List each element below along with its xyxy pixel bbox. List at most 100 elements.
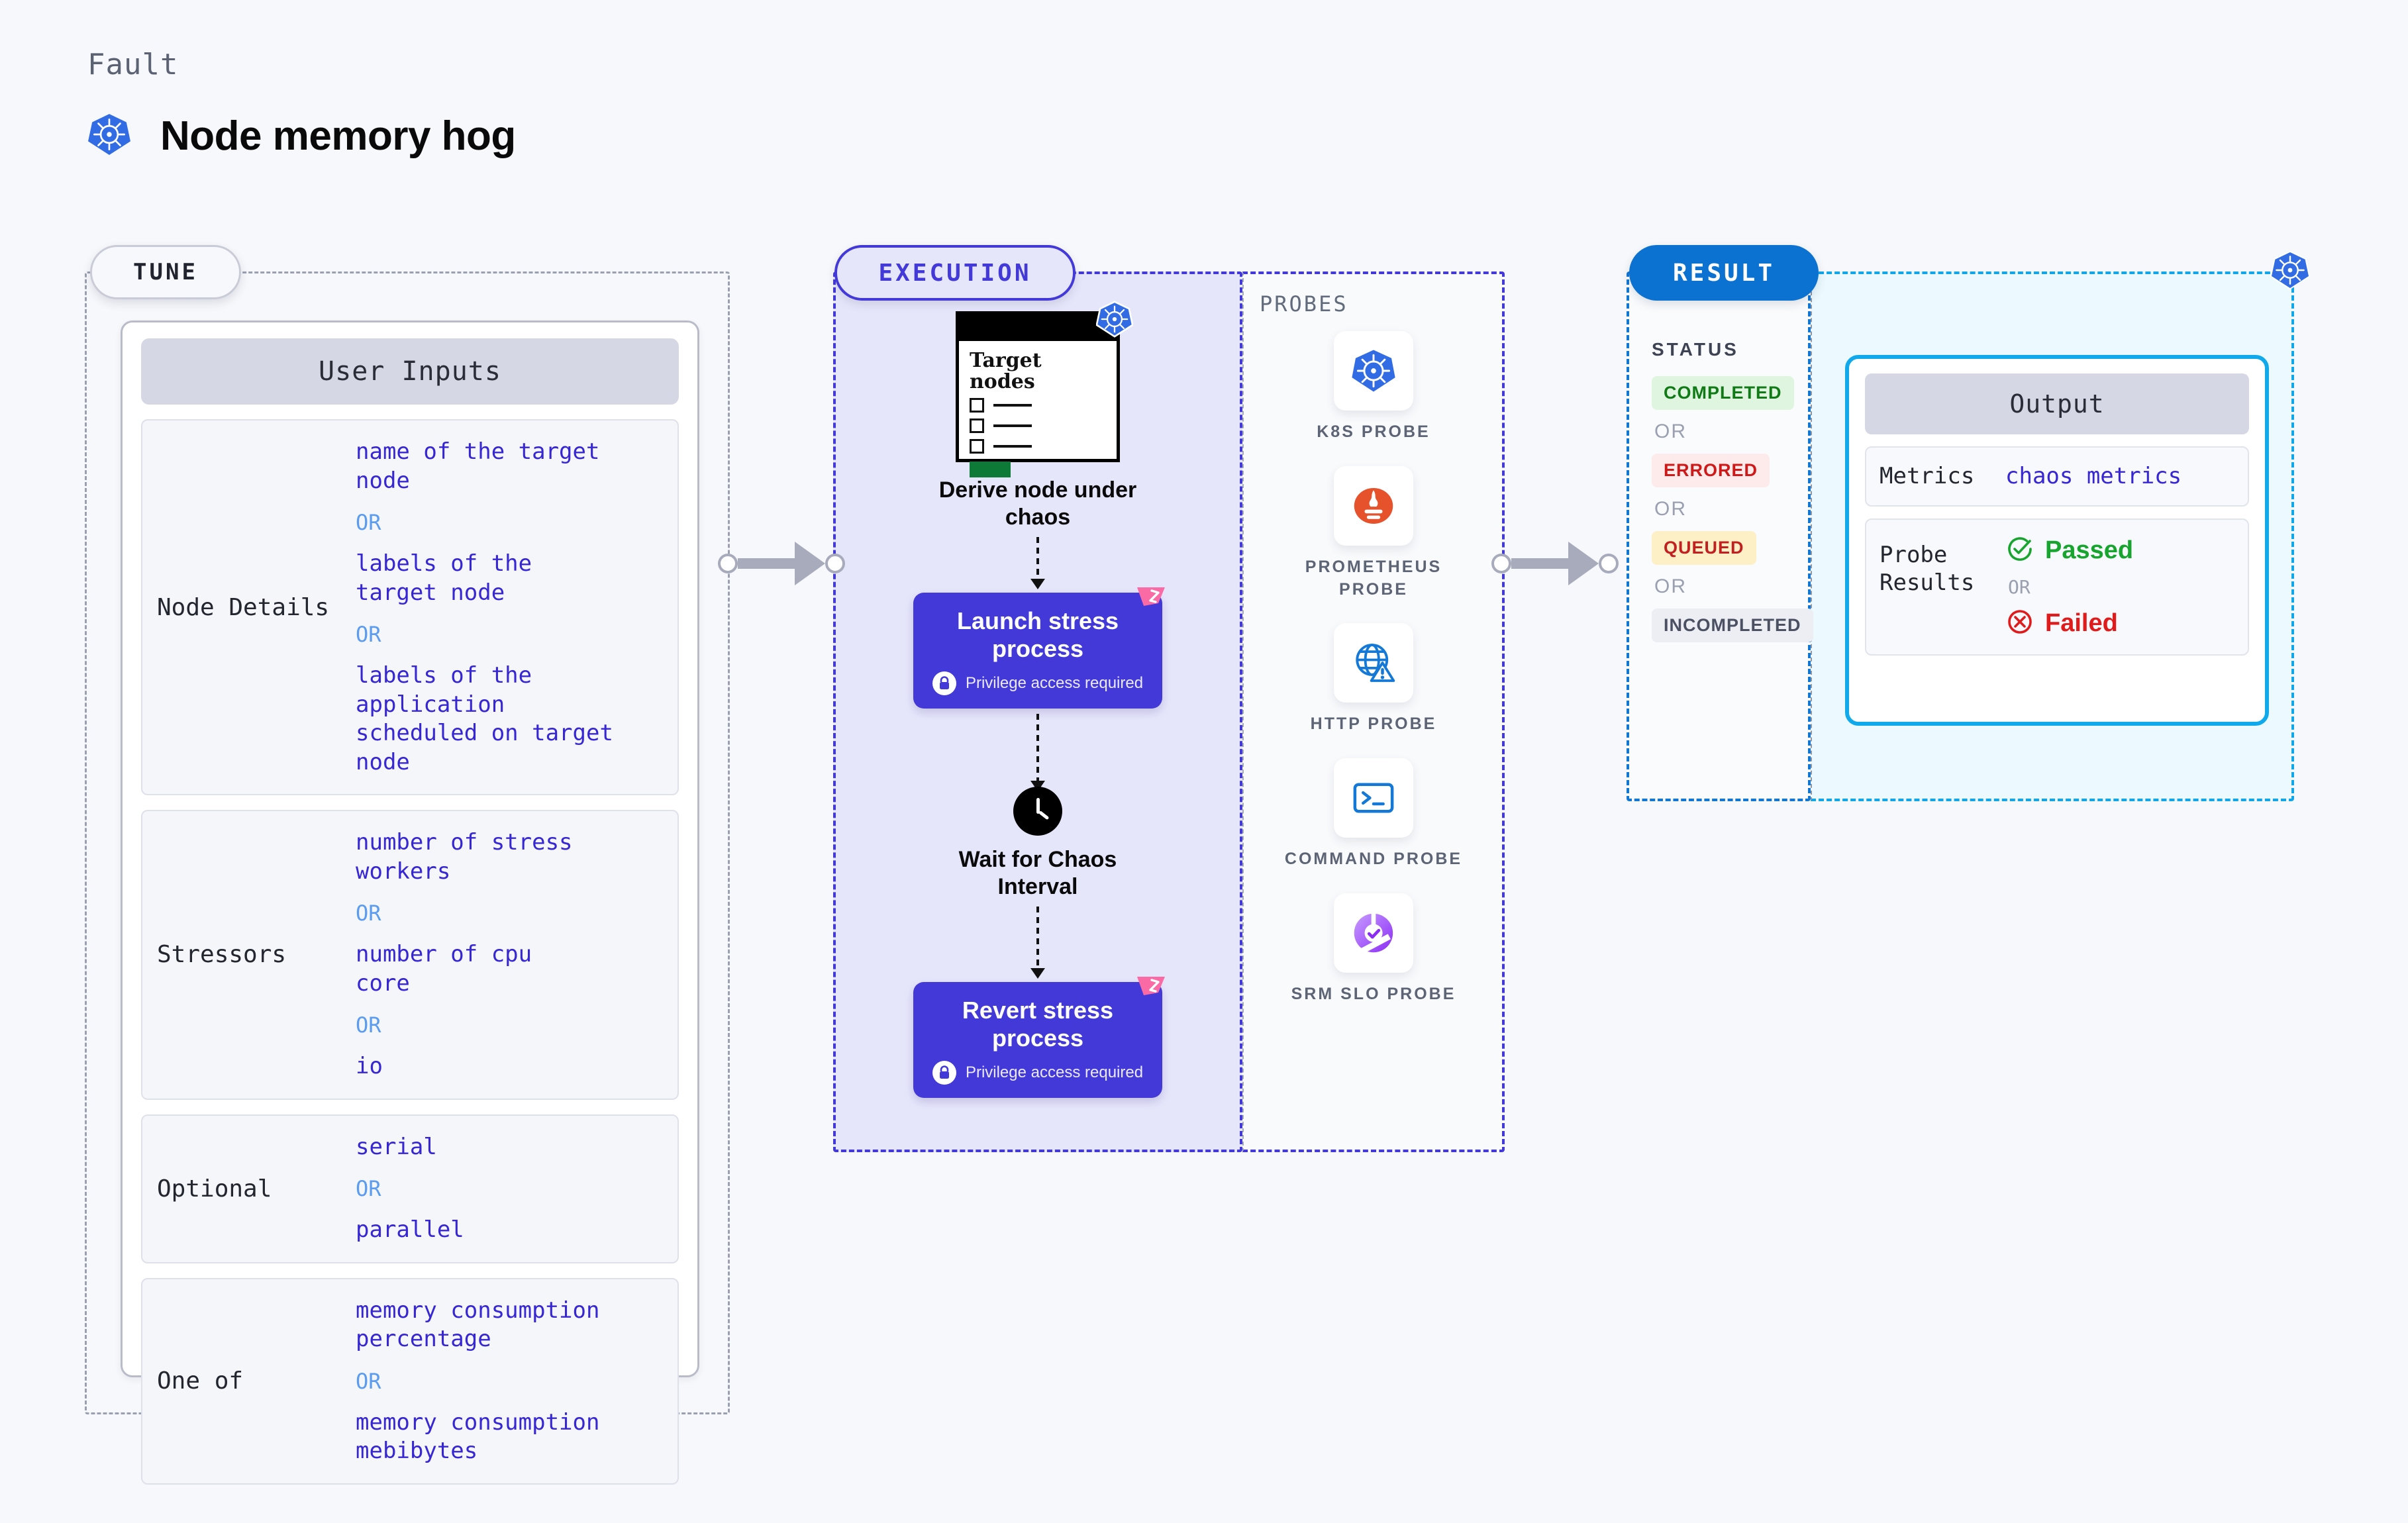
tune-row-value: serial bbox=[356, 1133, 437, 1160]
checklist-item bbox=[970, 418, 1107, 433]
probe-result-separator: OR bbox=[2008, 575, 2031, 598]
list-line bbox=[993, 445, 1032, 448]
harness-flag-icon bbox=[1136, 975, 1166, 1005]
clock-icon bbox=[1013, 786, 1062, 836]
probe-result-label: Passed bbox=[2045, 536, 2134, 564]
tune-row-key: Node Details bbox=[157, 593, 330, 621]
page-title: Node memory hog bbox=[160, 113, 516, 159]
execution-step-launch-stress-process: Launch stress process Privilege access r… bbox=[913, 587, 1165, 709]
tune-row-optional: Optional serial OR parallel bbox=[141, 1114, 679, 1263]
execution-section-pill: EXECUTION bbox=[834, 245, 1076, 301]
probe-item-command[interactable]: COMMAND PROBE bbox=[1274, 758, 1473, 871]
connector-tune-to-execution bbox=[718, 542, 845, 585]
check-circle-icon bbox=[2005, 534, 2034, 567]
execution-flow: Target nodes bbox=[833, 301, 1242, 1098]
probe-label: COMMAND PROBE bbox=[1284, 850, 1463, 868]
terminal-icon bbox=[1334, 758, 1413, 838]
kubernetes-icon bbox=[1095, 301, 1134, 341]
list-line bbox=[993, 404, 1032, 407]
tune-row-value: memory consumption mebibytes bbox=[356, 1408, 600, 1465]
fault-eyebrow-label: Fault bbox=[87, 48, 179, 81]
user-inputs-card: User Inputs Node Details name of the tar… bbox=[121, 320, 699, 1485]
tune-row-one-of: One of memory consumption percentage OR … bbox=[141, 1277, 679, 1485]
checkbox-icon bbox=[970, 418, 984, 433]
probe-label: K8S PROBE bbox=[1317, 422, 1430, 441]
status-separator: OR bbox=[1654, 575, 1687, 597]
tune-row-separator: OR bbox=[356, 622, 381, 648]
output-row-key: Probe Results bbox=[1880, 541, 1975, 597]
tune-row-separator: OR bbox=[356, 510, 381, 536]
probe-item-prometheus[interactable]: PROMETHEUS PROBE bbox=[1274, 466, 1473, 601]
tune-row-value: number of cpu core bbox=[356, 941, 532, 997]
output-row-probe-results: Probe Results Passed OR bbox=[1865, 518, 2249, 656]
kubernetes-icon bbox=[87, 113, 131, 160]
connector-start-dot bbox=[718, 554, 738, 573]
tune-row-value: number of stress workers bbox=[356, 829, 573, 885]
tune-row-value: io bbox=[356, 1053, 383, 1080]
tune-row-key: One of bbox=[157, 1367, 244, 1395]
status-badge: COMPLETED bbox=[1652, 376, 1794, 410]
kubernetes-icon bbox=[2270, 250, 2311, 293]
output-card: Output Metrics chaos metrics Probe Resul… bbox=[1845, 355, 2269, 726]
status-badge: QUEUED bbox=[1652, 531, 1756, 565]
tune-row-separator: OR bbox=[356, 1368, 381, 1394]
checkbox-icon bbox=[970, 398, 984, 413]
status-separator: OR bbox=[1654, 498, 1687, 520]
flow-connector bbox=[1030, 713, 1045, 791]
result-section-pill: RESULT bbox=[1629, 245, 1819, 301]
x-circle-icon bbox=[2005, 607, 2034, 640]
tune-row-value: labels of the application scheduled on t… bbox=[356, 662, 613, 775]
status-separator: OR bbox=[1654, 420, 1687, 442]
lock-icon bbox=[932, 671, 956, 695]
execution-step-subtitle: Privilege access required bbox=[965, 1063, 1144, 1081]
prometheus-icon bbox=[1334, 466, 1413, 546]
checklist-item bbox=[970, 439, 1107, 454]
tune-row-separator: OR bbox=[356, 1012, 381, 1038]
tune-row-value: labels of the target node bbox=[356, 550, 532, 606]
user-inputs-card-title: User Inputs bbox=[141, 338, 679, 405]
probe-item-k8s[interactable]: K8S PROBE bbox=[1274, 331, 1473, 444]
execution-step-label: Derive node under chaos bbox=[938, 477, 1137, 530]
probe-item-srm-slo[interactable]: SRM SLO PROBE bbox=[1274, 893, 1473, 1006]
tune-row-key: Optional bbox=[157, 1175, 272, 1203]
target-nodes-card: Target nodes bbox=[956, 301, 1134, 477]
probe-item-http[interactable]: HTTP PROBE bbox=[1274, 623, 1473, 736]
tune-row-stressors: Stressors number of stress workers OR nu… bbox=[141, 810, 679, 1100]
flow-connector bbox=[1030, 906, 1045, 979]
connector-start-dot bbox=[1491, 554, 1511, 573]
execution-step-label: Wait for Chaos Interval bbox=[958, 846, 1117, 900]
tune-row-separator: OR bbox=[356, 901, 381, 926]
output-row-metrics: Metrics chaos metrics bbox=[1865, 446, 2249, 507]
tune-row-value: name of the target node bbox=[356, 438, 600, 494]
connector-line bbox=[1511, 558, 1570, 569]
probe-result-failed: Failed bbox=[2005, 607, 2133, 640]
tune-row-value: parallel bbox=[356, 1216, 464, 1244]
green-bar-indicator bbox=[970, 462, 1011, 477]
connector-end-dot bbox=[825, 554, 845, 573]
status-list: COMPLETED OR ERRORED OR QUEUED OR INCOMP… bbox=[1652, 376, 1813, 642]
fault-title-row: Node memory hog bbox=[87, 113, 516, 160]
tune-section-pill: TUNE bbox=[90, 245, 241, 299]
tune-row-separator: OR bbox=[356, 1176, 381, 1202]
tune-row-key: Stressors bbox=[157, 941, 287, 969]
status-section-label: STATUS bbox=[1652, 339, 1739, 360]
probe-label: PROMETHEUS PROBE bbox=[1305, 557, 1442, 599]
probes-section-frame bbox=[1242, 271, 1505, 1152]
tune-row-node-details: Node Details name of the target node OR … bbox=[141, 419, 679, 796]
execution-step-revert-stress-process: Revert stress process Privilege access r… bbox=[913, 976, 1165, 1098]
status-badge: INCOMPLETED bbox=[1652, 609, 1813, 642]
execution-step-subtitle: Privilege access required bbox=[965, 673, 1144, 692]
connector-execution-to-result bbox=[1491, 542, 1619, 585]
harness-flag-icon bbox=[1136, 586, 1166, 616]
connector-end-dot bbox=[1599, 554, 1619, 573]
output-row-value: chaos metrics bbox=[2005, 463, 2182, 490]
execution-step-title: Launch stress process bbox=[956, 607, 1119, 663]
srm-slo-icon bbox=[1334, 893, 1413, 973]
checkbox-icon bbox=[970, 439, 984, 454]
globe-warning-icon bbox=[1334, 623, 1413, 703]
connector-arrowhead bbox=[1568, 542, 1599, 585]
probe-result-passed: Passed bbox=[2005, 534, 2133, 567]
probes-section-label: PROBES bbox=[1260, 291, 1348, 317]
probe-result-label: Failed bbox=[2045, 609, 2118, 637]
